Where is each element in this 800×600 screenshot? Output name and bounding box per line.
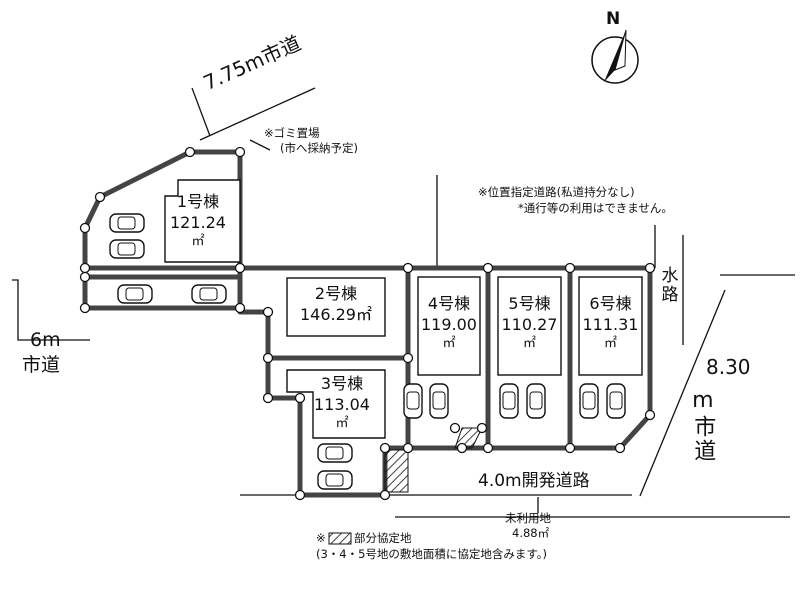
building-6-name: 6号棟 [589,294,632,313]
building-1-unit: ㎡ [191,233,205,249]
boundary-marker [449,422,461,434]
position-road-note: ※位置指定道路(私道持分なし) [478,185,635,199]
boundary-marker [262,392,274,404]
boundary-marker [79,222,91,234]
boundary-marker [94,191,106,203]
boundary-marker [294,392,306,404]
building-2-outline [286,277,386,337]
boundary-marker [234,146,246,158]
boundary-marker [644,262,656,274]
building-3-area: 113.04 [314,394,370,414]
boundary-marker [614,442,626,454]
building-2-label: 2号棟 146.29㎡ [287,284,385,326]
boundary-marker [262,352,274,364]
boundary-marker [644,409,656,421]
building-2-area: 146.29㎡ [300,304,372,324]
building-1-area: 121.24 [170,212,226,232]
development-road-label: 4.0m開発道路 [478,471,590,491]
right-road-width: 8.30 [706,355,751,379]
boundary-marker [262,306,274,318]
building-4-unit: ㎡ [442,335,456,351]
boundary-marker [184,146,196,158]
compass-icon [591,29,639,84]
partial-agreement-note: (3・4・5号地の敷地面積に協定地含みます。) [316,547,548,561]
boundary-marker [402,442,414,454]
waterway-label: 水路 [657,266,678,304]
boundary-marker [379,489,391,501]
building-1-outline [164,179,241,263]
boundary-marker [476,422,488,434]
building-4-area: 119.00 [421,314,477,334]
boundary-marker [79,262,91,274]
boundary-marker [564,442,576,454]
building-3-label: 3号棟 113.04 ㎡ [310,374,374,432]
boundary-marker [79,302,91,314]
legend-hatch-icon [328,532,352,545]
building-1-name: 1号棟 [176,192,220,211]
building-2-name: 2号棟 [314,284,358,303]
building-4-label: 4号棟 119.00 ㎡ [418,294,480,352]
boundary-marker [402,352,414,364]
building-5-label: 5号棟 110.27 ㎡ [498,294,561,352]
unused-land-label: 未利用地 [505,511,551,525]
position-road-note-sub: *通行等の利用はできません。 [518,201,673,215]
building-5-area: 110.27 [501,314,558,334]
compass-label: N [606,9,621,29]
building-5-outline [497,276,562,376]
boundary-marker [564,262,576,274]
building-3-outline [286,369,386,439]
garbage-note-sub: (市へ採納予定) [280,141,358,155]
boundary-marker [79,271,91,283]
building-3-unit: ㎡ [335,415,349,431]
building-5-name: 5号棟 [508,294,551,313]
partial-agreement-label: 部分協定地 [354,531,412,545]
left-road-width: 6m [30,329,61,351]
boundary-marker [482,442,494,454]
boundary-marker [482,262,494,274]
building-6-area: 111.31 [582,314,639,334]
building-4-outline [417,276,481,376]
boundary-markers [79,146,656,501]
boundary-marker [294,489,306,501]
right-road-name: m市道 [690,388,716,463]
boundary-marker [379,442,391,454]
left-road-name: 市道 [22,354,61,376]
boundary-marker [402,262,414,274]
garbage-note: ※ゴミ置場 [264,126,320,140]
boundary-marker [456,442,468,454]
boundary-marker [234,262,246,274]
building-6-label: 6号棟 111.31 ㎡ [579,294,642,352]
building-6-unit: ㎡ [603,335,617,351]
building-outlines [164,179,643,439]
building-1-label: 1号棟 121.24 ㎡ [166,192,230,250]
building-4-name: 4号棟 [427,294,471,313]
building-5-unit: ㎡ [522,335,536,351]
partial-agreement-prefix: ※ [316,531,326,545]
unused-land-area: 4.88㎡ [512,526,550,540]
building-6-outline [578,276,643,376]
boundary-marker [234,302,246,314]
building-3-name: 3号棟 [320,374,364,393]
